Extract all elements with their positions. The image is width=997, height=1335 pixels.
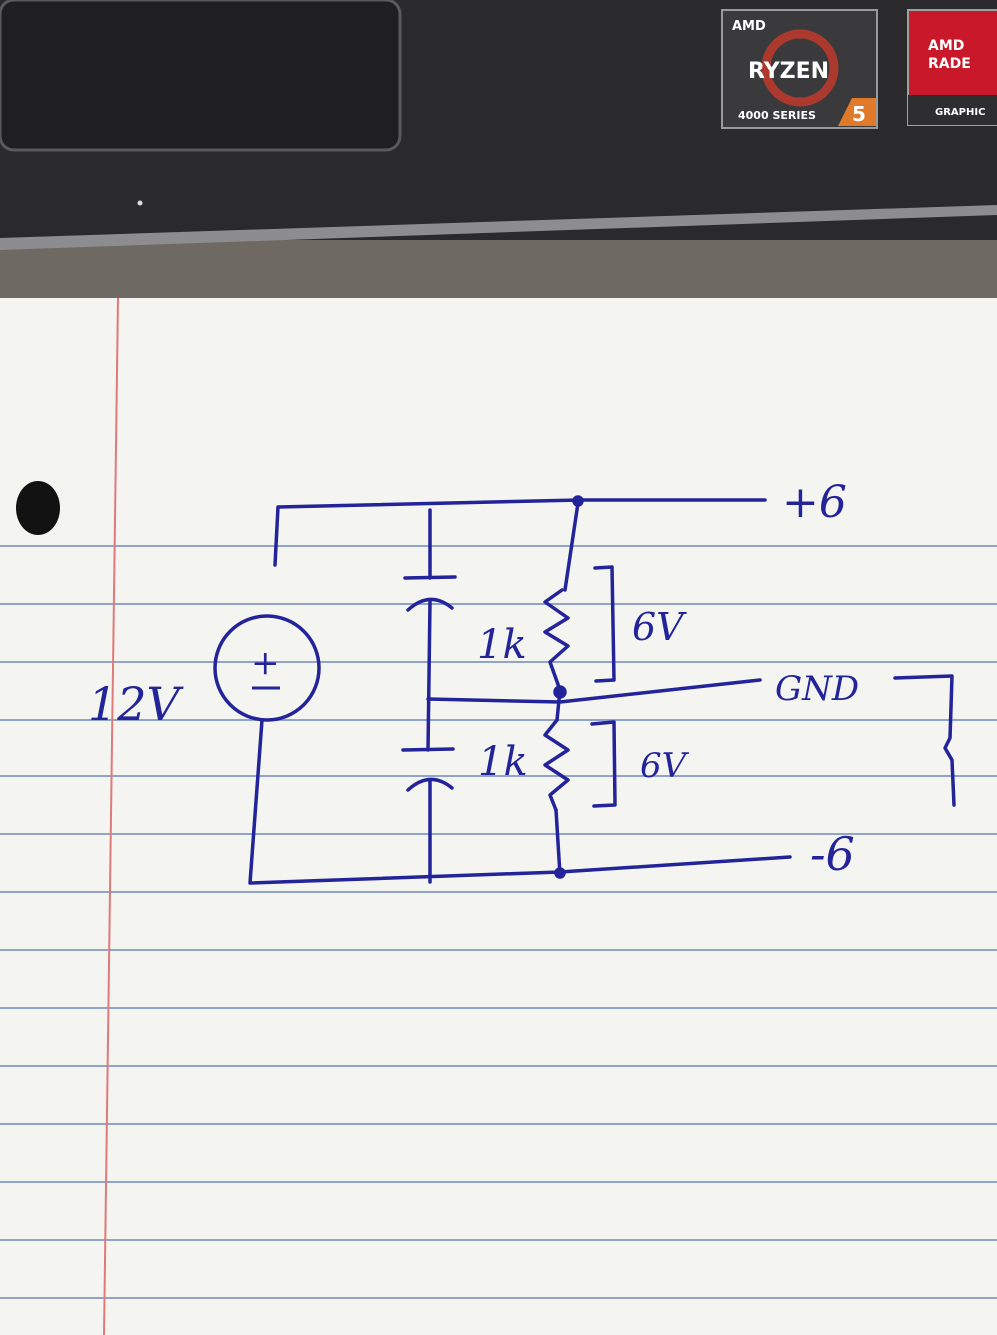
- radeon-brand-text: AMD: [928, 38, 964, 54]
- output-gnd-label: GND: [775, 669, 859, 709]
- ruled-lines: [0, 545, 997, 1299]
- junction-mid: [553, 685, 567, 699]
- capacitor-top-plate: [403, 575, 457, 580]
- source-polarity-label: +: [251, 643, 280, 683]
- laptop-led-icon: [137, 200, 143, 206]
- resistor-column-bottom: [554, 808, 562, 877]
- output-plus-label: +6: [782, 477, 847, 528]
- ryzen-tier-text: 5: [852, 102, 866, 126]
- ryzen-logo-icon: [761, 29, 839, 107]
- gnd-side-bracket: [893, 674, 956, 807]
- radeon-product-text: RADE: [928, 56, 971, 72]
- source-voltage-label: 12V: [88, 677, 185, 731]
- output-minus-label: -6: [810, 827, 855, 881]
- capacitor-top-curve: [406, 597, 454, 612]
- voltage-top-label: 6V: [632, 605, 687, 649]
- capacitor-bottom-plate: [401, 747, 455, 752]
- voltage-bracket-top: [593, 565, 616, 683]
- ryzen-tier-badge: [838, 98, 876, 126]
- voltage-source-symbol: [213, 614, 321, 722]
- radeon-subtitle-text: GRAPHIC: [935, 107, 985, 118]
- resistor-column-top: [563, 501, 580, 592]
- resistor-top-zigzag: [543, 588, 570, 692]
- capacitor-mid-lead: [426, 600, 432, 752]
- resistor-bottom-zigzag: [543, 718, 570, 812]
- resistor-top-label: 1k: [477, 622, 527, 668]
- voltage-bracket-bottom: [590, 720, 617, 808]
- junction-top: [572, 495, 584, 507]
- junction-bottom: [554, 867, 566, 879]
- radeon-sticker: AMD RADE GRAPHIC: [907, 9, 997, 126]
- voltage-bottom-label: 6V: [640, 746, 690, 786]
- ryzen-product-text: RYZEN: [748, 59, 829, 84]
- ryzen-sticker: AMD RYZEN 4000 SERIES 5: [721, 9, 878, 129]
- source-bottom-wire: [248, 718, 792, 885]
- ryzen-series-text: 4000 SERIES: [738, 109, 816, 122]
- top-rail-wire: [273, 498, 767, 567]
- ryzen-brand-text: AMD: [732, 19, 766, 34]
- resistor-bottom-label: 1k: [478, 739, 528, 785]
- binder-hole: [16, 481, 60, 535]
- circuit-schematic: [213, 495, 956, 885]
- laptop-edge: [0, 205, 997, 250]
- laptop-touchpad: [0, 0, 402, 152]
- notebook-paper: [0, 298, 997, 1335]
- margin-line: [103, 297, 119, 1335]
